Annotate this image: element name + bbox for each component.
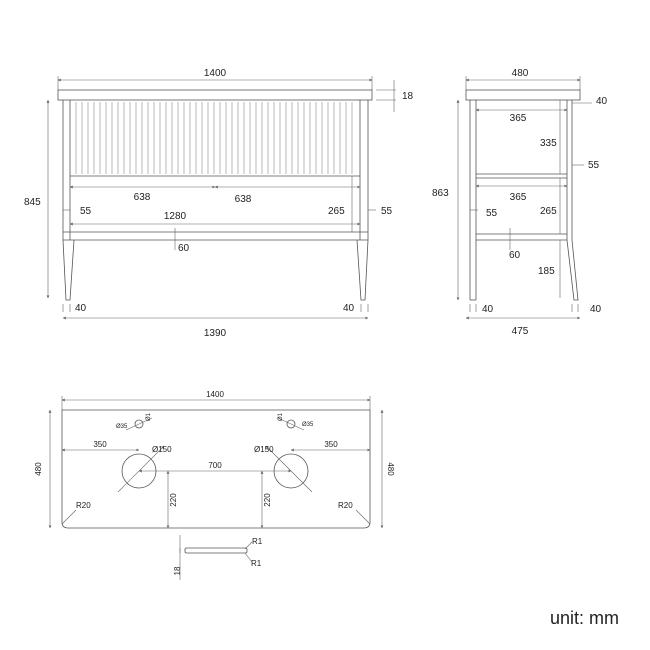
edge-profile xyxy=(184,547,248,554)
dim-corner-left: R20 xyxy=(76,501,91,510)
dim-basin-y-left: 220 xyxy=(169,493,178,507)
dim-side-rail-height: 55 xyxy=(588,160,600,171)
dim-side-lower-depth: 365 xyxy=(510,192,527,203)
top-view: 1400 480 480 Ø35 Ø1 Ø35 Ø1 Ø150 Ø150 350… xyxy=(34,390,395,529)
dim-tap-left: Ø35 xyxy=(116,424,128,430)
dim-basin-spacing: 700 xyxy=(208,461,222,470)
dim-top-depth-left: 480 xyxy=(34,462,43,476)
dim-edge-radius-top: R1 xyxy=(252,537,263,546)
dim-offset-right: 350 xyxy=(324,440,338,449)
front-fluted-panel xyxy=(75,102,353,174)
top-countertop-outline xyxy=(61,409,371,529)
dim-front-drawer-right: 638 xyxy=(235,194,252,205)
edge-detail: R1 R1 18 xyxy=(173,535,263,580)
dim-top-width: 1400 xyxy=(206,390,224,399)
dim-side-overall-height: 863 xyxy=(432,188,449,199)
tap-hole-right xyxy=(286,419,296,429)
dim-edge-thickness: 18 xyxy=(173,566,182,575)
dim-side-foot-left: 40 xyxy=(482,304,494,315)
tap-hole-left xyxy=(134,419,144,429)
dim-basin-y-right: 220 xyxy=(263,493,272,507)
side-view: 480 40 365 335 55 863 365 55 265 60 185 … xyxy=(432,68,608,337)
dim-side-inset: 55 xyxy=(486,208,498,219)
dim-basin-right: Ø150 xyxy=(254,445,274,454)
dim-offset-left: 350 xyxy=(93,440,107,449)
dim-top-depth-right: 480 xyxy=(386,462,395,476)
front-view: 1400 18 845 638 638 55 1280 265 55 60 40… xyxy=(24,68,414,339)
dim-side-upper-height: 335 xyxy=(540,138,557,149)
dim-front-inner-width: 1280 xyxy=(164,211,187,222)
dim-tap-left-small: Ø1 xyxy=(146,412,152,421)
dim-side-rail: 60 xyxy=(509,250,521,261)
dim-corner-right: R20 xyxy=(338,501,353,510)
dim-front-foot-right: 40 xyxy=(343,303,355,314)
dim-front-rail: 60 xyxy=(178,243,190,254)
dim-front-base-width: 1390 xyxy=(204,328,227,339)
side-countertop xyxy=(465,89,581,101)
dim-front-inner-drop: 265 xyxy=(328,206,345,217)
dim-front-width: 1400 xyxy=(204,68,227,79)
dim-side-upper-depth: 365 xyxy=(510,113,527,124)
dim-basin-left: Ø150 xyxy=(152,445,172,454)
dim-tap-right: Ø35 xyxy=(302,422,314,428)
front-leg-right xyxy=(356,239,369,301)
dim-edge-radius-bottom: R1 xyxy=(251,559,262,568)
dim-side-lower-height: 265 xyxy=(540,206,557,217)
dim-front-inset-right: 55 xyxy=(381,206,393,217)
side-leg-rear xyxy=(566,239,579,301)
dim-side-depth: 480 xyxy=(512,68,529,79)
dim-side-leg-height: 185 xyxy=(538,266,555,277)
dim-side-base-depth: 475 xyxy=(512,326,529,337)
dim-tap-right-small: Ø1 xyxy=(278,412,284,421)
dim-front-foot-left: 40 xyxy=(75,303,87,314)
dim-front-drawer-left: 638 xyxy=(134,192,151,203)
dim-front-height: 845 xyxy=(24,197,41,208)
dim-side-overhang: 40 xyxy=(596,96,608,107)
unit-note: unit: mm xyxy=(550,608,619,628)
dim-front-top-thickness: 18 xyxy=(402,91,414,102)
dim-front-inset-left: 55 xyxy=(80,206,92,217)
front-countertop xyxy=(57,89,373,101)
front-leg-left xyxy=(62,239,75,301)
dim-side-foot-right: 40 xyxy=(590,304,602,315)
